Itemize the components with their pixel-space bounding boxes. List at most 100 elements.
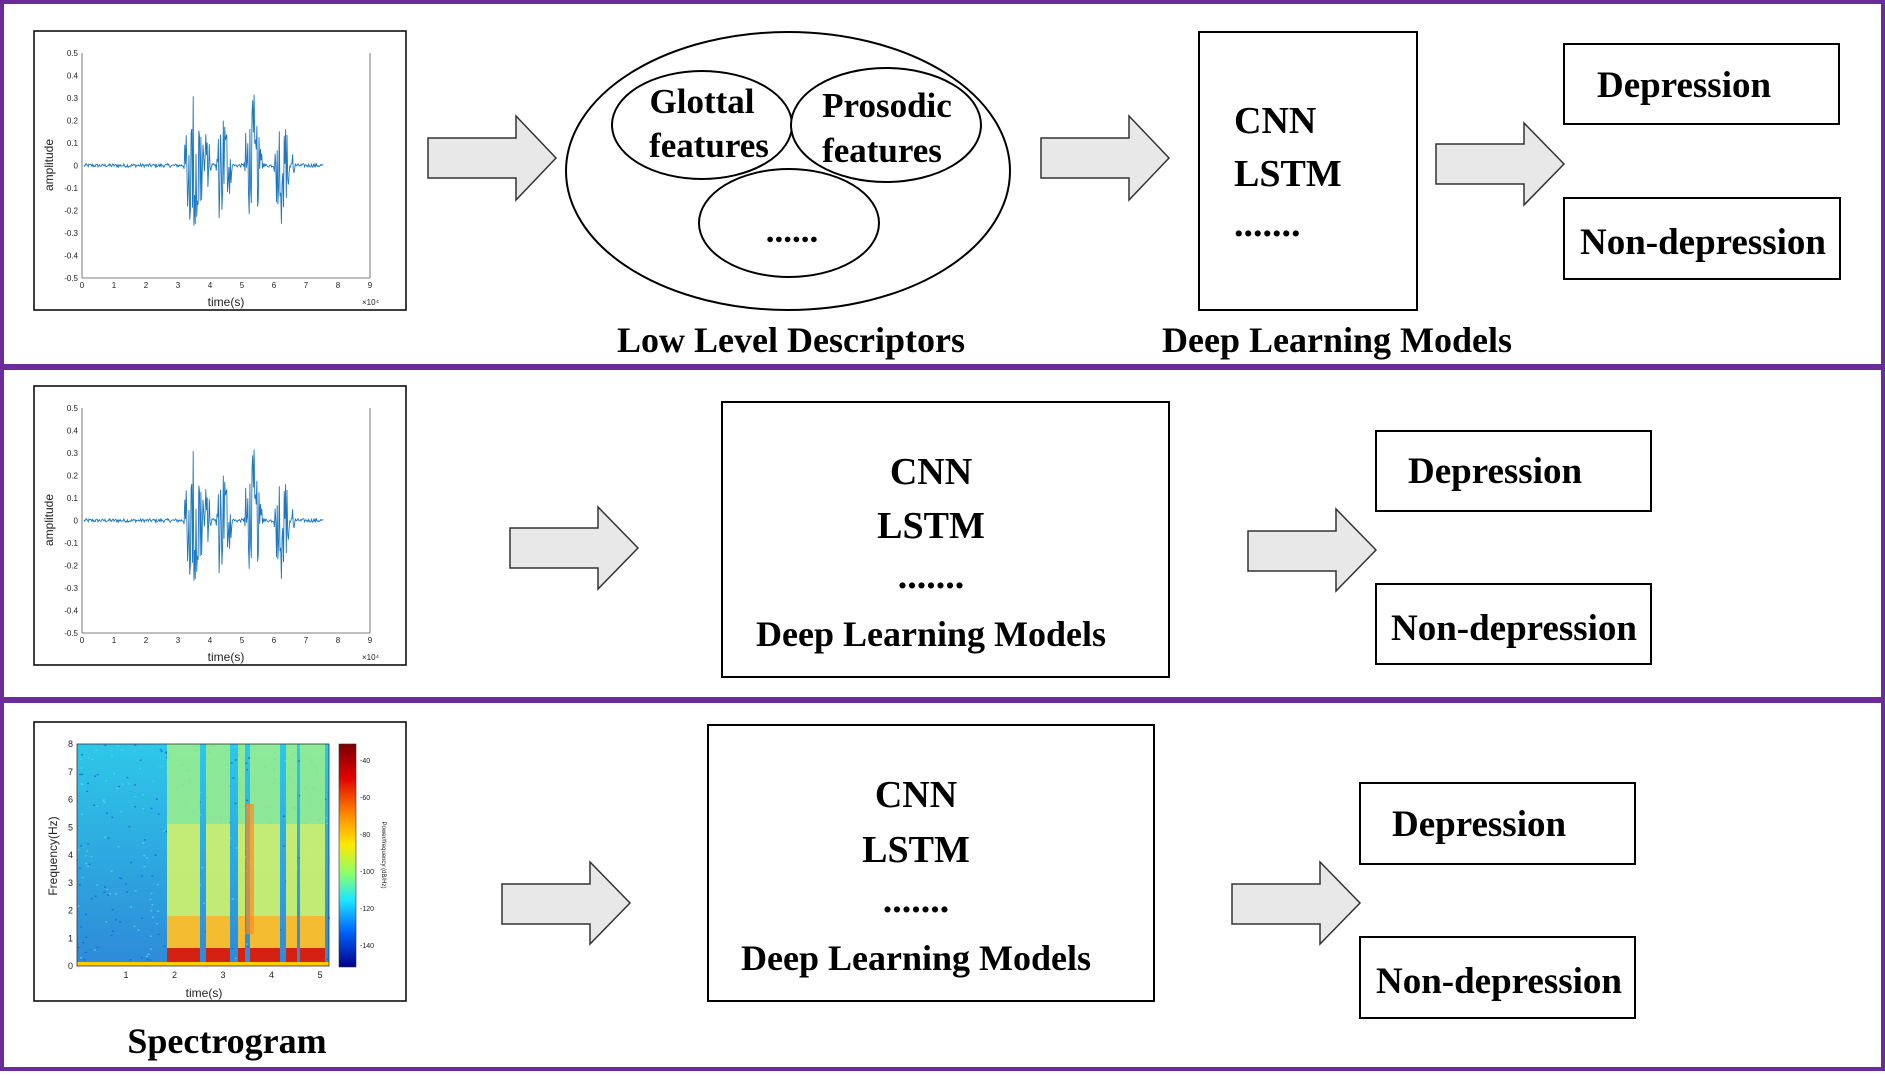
colorbar-tick-label: -140 bbox=[360, 943, 374, 950]
arrow-icon bbox=[509, 505, 640, 591]
glottal-label-line2: features bbox=[649, 126, 769, 165]
x-axis-label: time(s) bbox=[186, 986, 223, 1000]
spectrogram-noise bbox=[87, 843, 90, 845]
spectrogram-noise bbox=[231, 898, 234, 900]
spectrogram-noise bbox=[80, 926, 83, 928]
spectrogram-noise bbox=[77, 849, 80, 851]
spectrogram-noise bbox=[78, 883, 81, 886]
spectrogram-noise bbox=[149, 935, 152, 938]
spectrogram-noise bbox=[141, 917, 144, 919]
spectrogram-noise bbox=[279, 929, 282, 931]
spectrogram-noise bbox=[204, 930, 207, 933]
spectrogram-noise bbox=[85, 951, 88, 954]
colorbar bbox=[338, 743, 357, 968]
spectrogram-noise bbox=[165, 830, 168, 833]
spectrogram-noise bbox=[165, 752, 168, 755]
arrow-icon bbox=[501, 860, 632, 946]
spectrogram-noise bbox=[117, 785, 120, 788]
spectrogram-noise bbox=[116, 787, 119, 790]
spectrogram-noise bbox=[105, 888, 108, 891]
spectrogram-noise bbox=[284, 759, 287, 762]
colorbar-tick-label: -120 bbox=[360, 906, 374, 913]
y-tick-label: -0.2 bbox=[64, 207, 78, 216]
spectrogram-noise bbox=[145, 955, 148, 958]
x-axis-label: time(s) bbox=[208, 295, 245, 309]
waveform-trace bbox=[83, 94, 324, 226]
spectrogram-noise bbox=[133, 806, 136, 808]
spectrogram-noise bbox=[77, 905, 80, 907]
y-tick-label: 8 bbox=[68, 739, 73, 749]
spectrogram-noise bbox=[133, 925, 136, 928]
spectrogram-noise bbox=[120, 749, 123, 751]
models-box bbox=[1198, 31, 1418, 311]
x-tick-label: 3 bbox=[176, 281, 181, 290]
spectrogram-noise bbox=[164, 751, 167, 754]
other-features-ellipsis: ...... bbox=[766, 211, 819, 250]
spectrogram-noise bbox=[297, 760, 300, 762]
spectrogram-noise bbox=[142, 793, 145, 796]
spectrogram-noise bbox=[128, 782, 131, 785]
spectrogram-noise bbox=[79, 867, 82, 870]
spectrogram-noise bbox=[326, 822, 329, 825]
other-features-ellipse bbox=[698, 168, 880, 278]
spectrogram-noise bbox=[199, 813, 202, 816]
spectrogram-noise bbox=[102, 799, 105, 801]
spectrogram-high-energy bbox=[300, 948, 325, 964]
spectrogram-noise bbox=[147, 953, 150, 955]
spectrogram-noise bbox=[107, 837, 110, 839]
spectrogram-noise bbox=[150, 807, 153, 810]
x-tick-label: 4 bbox=[208, 281, 213, 290]
spectrogram-noise bbox=[229, 837, 232, 840]
spectrogram-noise bbox=[152, 916, 155, 919]
prosodic-label-line1: Prosodic bbox=[822, 86, 952, 125]
spectrogram-noise bbox=[90, 855, 93, 858]
model-ellipsis: ....... bbox=[1234, 203, 1301, 245]
spectrogram-noise bbox=[160, 750, 163, 753]
spectrogram-low-energy bbox=[238, 916, 245, 966]
spectrogram-noise bbox=[157, 813, 160, 815]
x-exponent-label: ×10⁴ bbox=[362, 653, 380, 662]
spectrogram-noise bbox=[88, 756, 91, 759]
x-tick-label: 5 bbox=[240, 281, 245, 290]
spectrogram-noise bbox=[118, 877, 121, 879]
spectrogram-noise bbox=[159, 765, 162, 768]
glottal-label-line1: Glottal bbox=[650, 82, 755, 121]
spectrogram-noise bbox=[85, 850, 88, 852]
x-tick-label: 1 bbox=[112, 281, 117, 290]
spectrogram-noise bbox=[102, 800, 105, 802]
model-cnn: CNN bbox=[875, 774, 957, 816]
model-ellipsis: ....... bbox=[883, 879, 950, 921]
spectrogram-noise bbox=[244, 856, 247, 858]
spectrogram-noise bbox=[77, 946, 80, 949]
prosodic-label-line2: features bbox=[822, 131, 942, 170]
y-tick-label: 6 bbox=[68, 795, 73, 805]
output-depression: Depression bbox=[1408, 451, 1582, 492]
x-tick-label: 2 bbox=[144, 636, 149, 645]
spectrogram-noise bbox=[325, 816, 328, 819]
spectrogram-noise bbox=[104, 886, 107, 888]
spectrogram-noise bbox=[111, 816, 114, 819]
spectrogram-noise bbox=[140, 956, 143, 959]
spectrogram-noise bbox=[110, 934, 113, 937]
output-depression-box bbox=[1563, 43, 1840, 125]
spectrogram-noise bbox=[111, 930, 114, 932]
arrow-icon bbox=[1231, 860, 1362, 946]
spectrogram-noise bbox=[282, 815, 285, 817]
spectrogram-noise bbox=[139, 767, 142, 770]
spectrogram-noise bbox=[93, 949, 96, 951]
spectrogram-noise bbox=[142, 808, 145, 810]
arrow-icon bbox=[1247, 507, 1378, 593]
y-tick-label: -0.2 bbox=[64, 562, 78, 571]
x-tick-label: 1 bbox=[123, 970, 128, 980]
spectrogram-noise bbox=[152, 780, 155, 782]
spectrogram-noise bbox=[234, 802, 237, 805]
x-tick-label: 6 bbox=[272, 281, 277, 290]
arrow-icon bbox=[1040, 114, 1171, 202]
colorbar-tick-label: -100 bbox=[360, 869, 374, 876]
spectrogram-noise bbox=[84, 855, 87, 857]
spectrogram-noise bbox=[91, 758, 94, 761]
spectrogram-noise bbox=[103, 801, 106, 804]
y-tick-label: 0.3 bbox=[67, 449, 79, 458]
x-tick-label: 7 bbox=[304, 636, 309, 645]
spectrogram-noise bbox=[298, 746, 301, 749]
